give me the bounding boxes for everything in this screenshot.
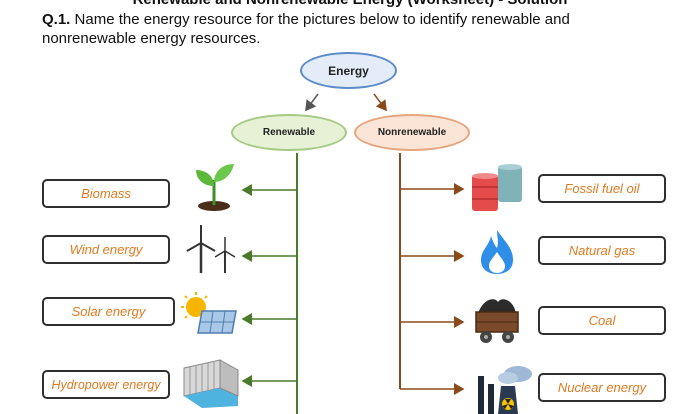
nonrenewable-node: Nonrenewable [354,114,470,151]
gas-flame-icon [481,230,513,274]
answer-box-hydropower-energy[interactable]: Hydropower energy [42,370,170,399]
plant-sprout-icon [196,164,234,211]
renewable-node: Renewable [231,114,347,151]
answer-box-fossil-fuel-oil[interactable]: Fossil fuel oil [538,174,666,203]
answer-box-wind-energy[interactable]: Wind energy [42,235,170,264]
arrow-to-nonrenewable [373,93,387,112]
worksheet-title: Renewable and Nonrenewable Energy (Works… [0,0,700,8]
question-number: Q.1. [42,11,71,28]
wind-turbine-icon [186,225,236,273]
nuclear-plant-icon [478,366,532,414]
answer-box-nuclear-energy[interactable]: Nuclear energy [538,373,666,402]
solar-panel-icon [181,292,237,334]
answer-box-solar-energy[interactable]: Solar energy [42,297,175,326]
coal-cart-icon [475,299,519,343]
answer-box-natural-gas[interactable]: Natural gas [538,236,666,265]
oil-barrels-icon [472,164,522,211]
answer-box-biomass[interactable]: Biomass [42,179,170,208]
question-text: Q.1. Name the energy resource for the pi… [42,10,642,48]
question-body: Name the energy resource for the picture… [42,11,570,47]
hydro-dam-icon [183,359,239,408]
arrow-to-renewable [305,93,319,112]
answer-box-coal[interactable]: Coal [538,306,666,335]
energy-node: Energy [300,52,397,89]
